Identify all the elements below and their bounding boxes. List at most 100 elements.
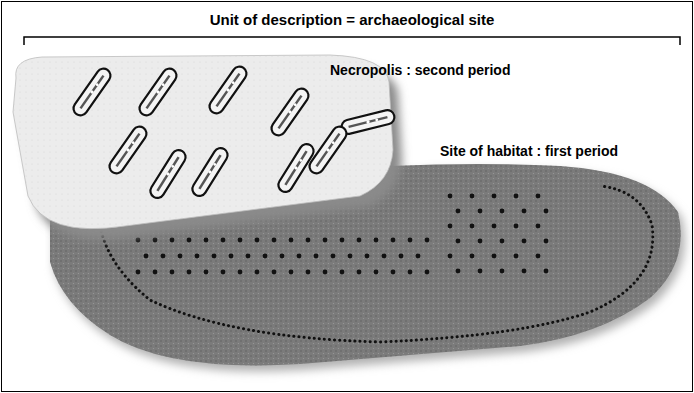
- post-hole: [255, 270, 260, 275]
- post-hole: [470, 224, 475, 229]
- post-hole: [399, 254, 404, 259]
- post-hole: [492, 194, 497, 199]
- post-hole: [425, 238, 430, 243]
- post-hole: [153, 238, 158, 243]
- post-hole: [340, 238, 345, 243]
- post-hole: [187, 270, 192, 275]
- post-hole: [161, 254, 166, 259]
- post-hole: [470, 194, 475, 199]
- necropolis-area: [13, 55, 393, 229]
- post-hole: [204, 238, 209, 243]
- post-hole: [514, 194, 519, 199]
- post-hole: [323, 238, 328, 243]
- post-hole: [544, 209, 549, 214]
- post-hole: [357, 238, 362, 243]
- bracket: [24, 37, 680, 45]
- grave-symbol: [207, 64, 249, 116]
- post-hole: [416, 254, 421, 259]
- post-hole: [340, 270, 345, 275]
- region-shape: [6, 50, 566, 250]
- post-hole: [522, 239, 527, 244]
- post-hole: [229, 254, 234, 259]
- post-hole: [170, 238, 175, 243]
- post-hole: [297, 254, 302, 259]
- grave-symbol: [190, 145, 230, 198]
- post-hole: [391, 238, 396, 243]
- post-hole: [514, 254, 519, 259]
- bracket-label: Unit of description = archaeological sit…: [210, 11, 495, 28]
- post-hole: [238, 238, 243, 243]
- post-hole: [500, 239, 505, 244]
- texture: [13, 55, 393, 229]
- grave-symbol: [71, 66, 113, 118]
- post-hole: [272, 238, 277, 243]
- post-hole: [187, 238, 192, 243]
- post-hole: [478, 239, 483, 244]
- post-hole: [331, 254, 336, 259]
- post-hole: [272, 270, 277, 275]
- grave-symbol: [307, 124, 349, 176]
- grave-symbol: [269, 86, 311, 138]
- grave-symbol: [137, 66, 179, 118]
- post-hole: [221, 270, 226, 275]
- post-hole: [425, 270, 430, 275]
- post-hole: [391, 270, 396, 275]
- post-hole: [263, 254, 268, 259]
- post-hole: [374, 238, 379, 243]
- post-hole: [221, 238, 226, 243]
- post-hole: [314, 254, 319, 259]
- post-hole: [536, 194, 541, 199]
- dotted-boundary: [98, 186, 653, 342]
- post-hole: [514, 224, 519, 229]
- post-hole: [153, 270, 158, 275]
- post-hole: [470, 254, 475, 259]
- grave-symbol: [148, 147, 188, 200]
- post-hole: [280, 254, 285, 259]
- post-hole: [195, 254, 200, 259]
- post-hole: [544, 269, 549, 274]
- post-hole: [238, 270, 243, 275]
- post-hole: [246, 254, 251, 259]
- post-hole: [492, 254, 497, 259]
- region-label: Necropolis : second period: [330, 62, 510, 78]
- post-hole: [408, 270, 413, 275]
- post-hole: [456, 269, 461, 274]
- post-hole: [448, 194, 453, 199]
- post-hole: [374, 270, 379, 275]
- post-hole: [522, 209, 527, 214]
- post-hole: [136, 270, 141, 275]
- post-hole: [365, 254, 370, 259]
- post-hole: [536, 254, 541, 259]
- post-hole: [178, 254, 183, 259]
- post-hole: [448, 254, 453, 259]
- post-hole: [456, 239, 461, 244]
- post-hole: [289, 270, 294, 275]
- post-hole: [456, 209, 461, 214]
- post-hole: [448, 224, 453, 229]
- habitat-area: [50, 164, 681, 365]
- post-hole: [212, 254, 217, 259]
- post-hole: [306, 238, 311, 243]
- post-hole: [289, 238, 294, 243]
- necropolis-region: Necropolis : second period: [6, 50, 566, 250]
- grave-symbol: [340, 109, 396, 136]
- post-hole: [136, 238, 141, 243]
- post-hole: [478, 269, 483, 274]
- region-label: Site of habitat : first period: [440, 143, 618, 159]
- post-hole: [522, 269, 527, 274]
- post-hole: [408, 238, 413, 243]
- post-hole: [144, 254, 149, 259]
- post-hole: [492, 224, 497, 229]
- post-hole: [500, 209, 505, 214]
- post-hole: [348, 254, 353, 259]
- post-hole: [170, 270, 175, 275]
- post-hole: [357, 270, 362, 275]
- post-hole: [536, 224, 541, 229]
- post-hole: [544, 239, 549, 244]
- post-hole: [306, 270, 311, 275]
- post-hole: [323, 270, 328, 275]
- post-hole: [382, 254, 387, 259]
- post-hole: [204, 270, 209, 275]
- grave-symbol: [107, 124, 149, 176]
